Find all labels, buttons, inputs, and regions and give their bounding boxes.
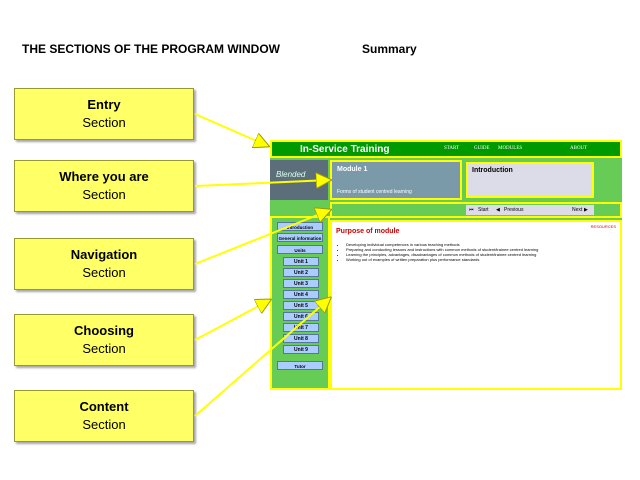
nav-guide[interactable]: GUIDE — [474, 146, 490, 151]
callout-where-title: Where you are — [59, 169, 149, 184]
callout-entry: Entry Section — [14, 88, 194, 140]
callout-choosing-sub: Section — [82, 341, 126, 356]
previous-icon[interactable]: ◀ — [496, 207, 500, 213]
callout-navigation: Navigation Section — [14, 238, 194, 290]
tutor-button[interactable]: Tutor — [277, 361, 323, 370]
module-subtitle: Forms of student centred learning — [337, 189, 412, 195]
nav-modules[interactable]: MODULES — [498, 146, 523, 151]
callout-choosing: Choosing Section — [14, 314, 194, 366]
units-button[interactable]: Units — [277, 245, 323, 254]
bullet-item: Preparing and conducting lessons and ins… — [346, 247, 538, 252]
callout-entry-title: Entry — [87, 97, 121, 112]
next-button[interactable]: Next — [572, 207, 583, 213]
resources-link[interactable]: RESOURCES — [590, 224, 616, 229]
bullet-item: Developing individual competences in var… — [346, 242, 538, 247]
unit-1-button[interactable]: Unit 1 — [283, 257, 319, 266]
intro-box: Introduction — [466, 162, 594, 198]
where-you-are-box: Module 1 Forms of student centred learni… — [330, 160, 462, 200]
unit-4-button[interactable]: Unit 4 — [283, 290, 319, 299]
unit-6-button[interactable]: Unit 6 — [283, 312, 319, 321]
page-title: THE SECTIONS OF THE PROGRAM WINDOW — [22, 42, 280, 56]
content-area: RESOURCES Purpose of module Developing i… — [330, 220, 622, 390]
content-title: Purpose of module — [336, 228, 400, 235]
callout-navigation-sub: Section — [82, 265, 126, 280]
intro-title: Introduction — [472, 167, 513, 174]
logo-text: Blended — [276, 170, 306, 179]
bullet-item: Working out of examples of written prepa… — [346, 257, 538, 262]
arrow-entry — [194, 113, 268, 146]
callout-entry-sub: Section — [82, 115, 126, 130]
arrow-content — [194, 298, 330, 417]
callout-content-sub: Section — [82, 417, 126, 432]
content-bullets: Developing individual competences in var… — [340, 242, 538, 262]
callout-where: Where you are Section — [14, 160, 194, 212]
previous-button[interactable]: Previous — [504, 207, 524, 213]
arrow-choosing — [194, 300, 270, 341]
callout-choosing-title: Choosing — [74, 323, 134, 338]
brand-title: In-Service Training — [300, 144, 390, 155]
nav-start[interactable]: START — [444, 146, 460, 151]
unit-3-button[interactable]: Unit 3 — [283, 279, 319, 288]
navigation-buttons: ⏮ Start ◀ Previous Next ▶ — [466, 205, 594, 215]
nav-about[interactable]: ABOUT — [570, 146, 588, 151]
unit-2-button[interactable]: Unit 2 — [283, 268, 319, 277]
bullet-item: Learning the principles, advantages, dis… — [346, 252, 538, 257]
callout-content-title: Content — [79, 399, 129, 414]
callout-where-sub: Section — [82, 187, 126, 202]
unit-9-button[interactable]: Unit 9 — [283, 345, 319, 354]
arrow-navigation — [194, 210, 330, 265]
callout-content: Content Section — [14, 390, 194, 442]
start-icon[interactable]: ⏮ — [469, 207, 474, 213]
arrow-where — [194, 180, 330, 186]
start-button[interactable]: Start — [478, 207, 489, 213]
module-title: Module 1 — [337, 166, 368, 173]
next-icon[interactable]: ▶ — [584, 207, 588, 213]
general-information-button[interactable]: General information — [277, 233, 323, 242]
callout-navigation-title: Navigation — [70, 247, 138, 262]
entry-bar: In-Service Training START GUIDE MODULES … — [270, 140, 622, 158]
summary-label: Summary — [362, 42, 417, 56]
